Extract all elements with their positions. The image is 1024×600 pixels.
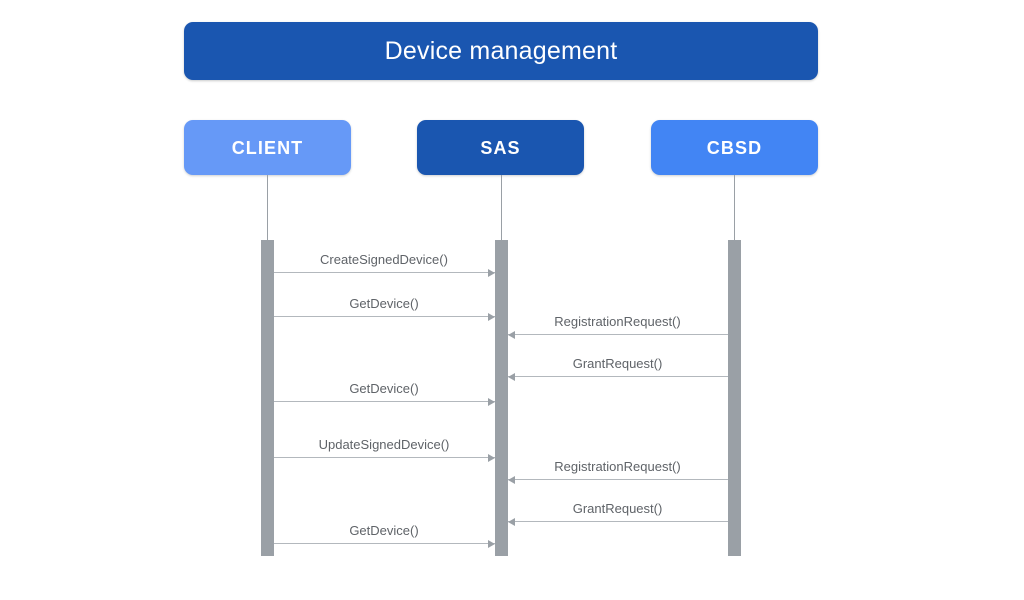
message-label: GrantRequest() [572,356,663,371]
message-line [507,521,728,522]
participant-header-sas[interactable]: SAS [417,120,584,175]
participant-label-sas: SAS [480,137,521,158]
arrowhead-right-icon [487,312,495,321]
message-line [507,479,728,480]
message-line [273,272,495,273]
lifeline-cbsd [734,175,735,240]
arrowhead-left-icon [507,330,515,339]
message-line [507,334,728,335]
message-line [273,543,495,544]
arrowhead-right-icon [487,453,495,462]
participant-label-client: CLIENT [231,137,304,158]
message-label: GrantRequest() [572,501,663,516]
participant-label-cbsd: CBSD [706,137,763,158]
arrowhead-left-icon [507,475,515,484]
message-label: UpdateSignedDevice() [318,437,450,452]
arrowhead-right-icon [487,268,495,277]
message-line [273,316,495,317]
activation-bar-sas [494,240,508,556]
activation-bar-cbsd [727,240,741,556]
lifeline-client [267,175,268,240]
diagram-title-bar: Device management [184,22,818,80]
message-line [273,457,495,458]
participant-header-client[interactable]: CLIENT [184,120,351,175]
message-line [507,376,728,377]
message-label: CreateSignedDevice() [320,252,448,267]
message-label: RegistrationRequest() [554,314,681,329]
message-line [273,401,495,402]
activation-bar-client [260,240,274,556]
arrowhead-right-icon [487,397,495,406]
page-title: Device management [384,36,618,65]
lifeline-sas [501,175,502,240]
arrowhead-left-icon [507,517,515,526]
message-label: GetDevice() [349,381,419,396]
arrowhead-left-icon [507,372,515,381]
message-label: GetDevice() [349,296,419,311]
arrowhead-right-icon [487,539,495,548]
message-label: RegistrationRequest() [554,459,681,474]
participant-header-cbsd[interactable]: CBSD [651,120,818,175]
message-label: GetDevice() [349,523,419,538]
